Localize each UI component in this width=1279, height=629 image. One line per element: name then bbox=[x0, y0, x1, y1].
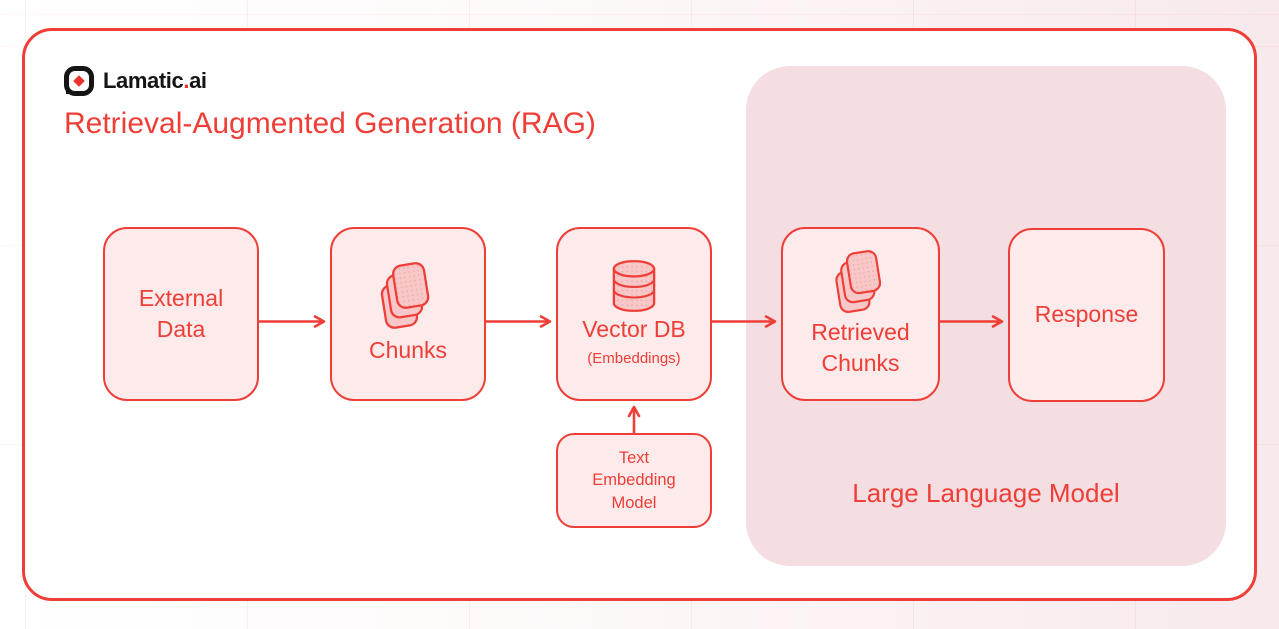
page-title: Retrieval-Augmented Generation (RAG) bbox=[64, 107, 596, 140]
brand-logo: Lamatic.ai bbox=[64, 66, 207, 96]
node-label: Response bbox=[1034, 301, 1139, 328]
chunks-stack-icon bbox=[832, 249, 890, 315]
node-retrieved-chunks: Retrieved Chunks bbox=[781, 227, 940, 401]
brand-wordmark: Lamatic.ai bbox=[103, 68, 207, 94]
node-vector-db: Vector DB (Embeddings) bbox=[556, 227, 712, 401]
lamatic-logo-icon bbox=[64, 66, 94, 96]
chunks-stack-icon bbox=[377, 261, 439, 331]
node-label: Text Embedding Model bbox=[592, 449, 676, 512]
node-label: Chunks bbox=[369, 337, 447, 364]
brand-dot: . bbox=[183, 68, 190, 93]
database-icon bbox=[611, 260, 657, 312]
node-response: Response bbox=[1008, 228, 1165, 402]
node-external-data: External Data bbox=[103, 227, 259, 401]
node-sublabel: (Embeddings) bbox=[587, 349, 681, 367]
node-text-embedding-model: Text Embedding Model bbox=[556, 433, 712, 528]
llm-container-label: Large Language Model bbox=[852, 478, 1120, 508]
node-label: Vector DB bbox=[582, 315, 686, 342]
node-label: Retrieved Chunks bbox=[811, 318, 910, 376]
brand-suffix: ai bbox=[189, 68, 207, 93]
node-chunks: Chunks bbox=[330, 227, 486, 401]
node-label: External Data bbox=[138, 284, 224, 342]
brand-name: Lamatic bbox=[103, 68, 184, 93]
